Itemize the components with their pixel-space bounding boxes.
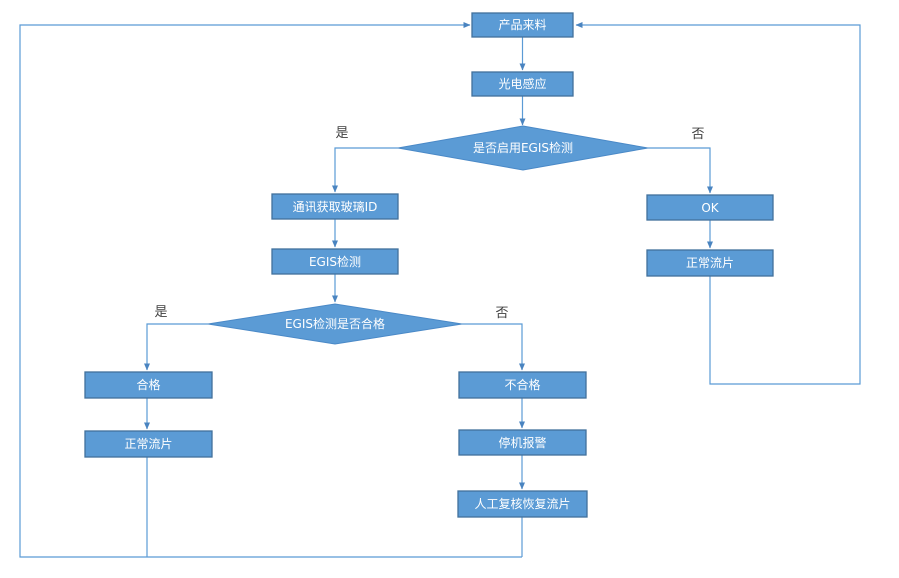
flowchart-nodes: 产品来料 光电感应 是否启用EGIS检测 通讯获取玻璃ID EGIS检测 OK — [84, 12, 774, 518]
node-egis-enabled-decision-shape — [397, 125, 649, 171]
node-egis-pass-decision-label: EGIS检测是否合格 — [285, 316, 385, 331]
node-manual-review-resume-label: 人工复核恢复流片 — [474, 497, 570, 511]
node-normal-flow-right-label: 正常流片 — [686, 256, 734, 270]
edge-egis-enabled-yes — [332, 147, 398, 193]
node-egis-inspection: EGIS检测 — [271, 248, 399, 275]
node-normal-flow-right: 正常流片 — [646, 249, 774, 277]
branch-label-egis-pass-yes: 是 — [154, 305, 167, 320]
node-normal-flow-left-label: 正常流片 — [124, 437, 172, 451]
node-normal-flow-right-shape — [646, 249, 774, 277]
node-product-incoming: 产品来料 — [471, 12, 574, 38]
node-egis-pass-decision: EGIS检测是否合格 — [207, 303, 463, 345]
node-manual-review-resume: 人工复核恢复流片 — [457, 490, 588, 518]
branch-label-egis-enabled-yes: 是 — [335, 126, 348, 141]
node-egis-pass-decision-shape — [207, 303, 463, 345]
branch-label-egis-pass-no: 否 — [495, 306, 508, 321]
node-stop-alarm-label: 停机报警 — [498, 435, 546, 450]
node-unqualified-label: 不合格 — [504, 377, 540, 392]
node-get-glass-id: 通讯获取玻璃ID — [271, 193, 399, 220]
edge-egis-pass-no — [462, 323, 525, 371]
node-egis-enabled-decision: 是否启用EGIS检测 — [397, 125, 649, 171]
node-unqualified: 不合格 — [458, 371, 587, 399]
flowchart-branch-labels: 是 否 是 否 — [154, 126, 704, 321]
edge-egis-pass-yes — [144, 323, 208, 371]
node-normal-flow-left: 正常流片 — [84, 430, 213, 458]
node-egis-inspection-shape — [271, 248, 399, 275]
node-product-incoming-label: 产品来料 — [498, 18, 546, 32]
node-product-incoming-shape — [471, 12, 574, 38]
node-get-glass-id-shape — [271, 193, 399, 220]
node-get-glass-id-label: 通讯获取玻璃ID — [293, 200, 378, 214]
node-egis-inspection-label: EGIS检测 — [309, 254, 361, 269]
node-stop-alarm-shape — [458, 429, 587, 456]
node-photoelectric-sensing-label: 光电感应 — [498, 76, 546, 91]
node-unqualified-shape — [458, 371, 587, 399]
node-qualified: 合格 — [84, 371, 213, 399]
node-egis-enabled-decision-label: 是否启用EGIS检测 — [473, 140, 573, 155]
flowchart-edges — [19, 22, 861, 558]
edge-right-loop-back-to-incoming — [575, 22, 861, 385]
node-photoelectric-sensing: 光电感应 — [471, 71, 574, 97]
edge-egis-enabled-no — [648, 147, 713, 194]
edge-left-loop-back-to-incoming — [19, 22, 522, 558]
node-ok-label: OK — [701, 201, 719, 215]
branch-label-egis-enabled-no: 否 — [691, 127, 704, 142]
node-photoelectric-sensing-shape — [471, 71, 574, 97]
node-normal-flow-left-shape — [84, 430, 213, 458]
node-ok-shape — [646, 194, 774, 221]
node-stop-alarm: 停机报警 — [458, 429, 587, 456]
node-qualified-label: 合格 — [136, 377, 160, 392]
node-ok: OK — [646, 194, 774, 221]
node-qualified-shape — [84, 371, 213, 399]
node-manual-review-resume-shape — [457, 490, 588, 518]
